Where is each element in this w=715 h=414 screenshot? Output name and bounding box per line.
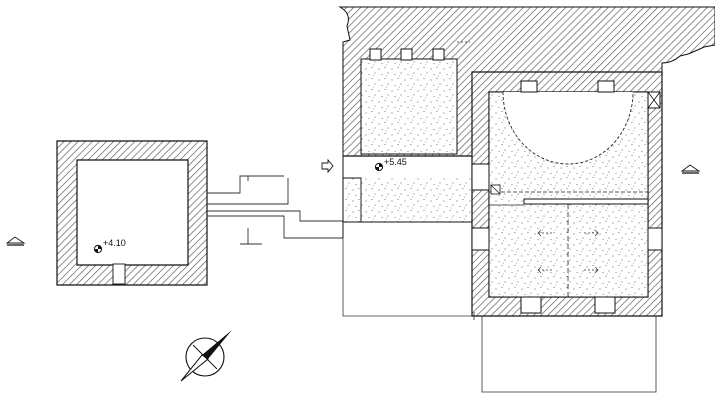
tower-plan: +4.10	[56, 140, 208, 286]
north-room	[360, 58, 458, 155]
elevation-datum-icon	[374, 162, 384, 172]
elevation-datum-icon	[93, 244, 103, 254]
connection-lines	[207, 175, 343, 245]
entrance-arrow-icon	[321, 158, 334, 174]
room-elevation-label: +5.45	[384, 157, 407, 167]
tower-doorway	[112, 263, 126, 285]
apse-arc	[502, 91, 634, 165]
building-plan: +5.45	[338, 6, 715, 393]
tower-elevation-label: +4.10	[103, 238, 126, 248]
north-arrow-icon	[180, 330, 232, 382]
tower-wall	[56, 140, 208, 286]
section-marker-icon	[680, 164, 701, 174]
section-marker-icon	[5, 236, 26, 246]
